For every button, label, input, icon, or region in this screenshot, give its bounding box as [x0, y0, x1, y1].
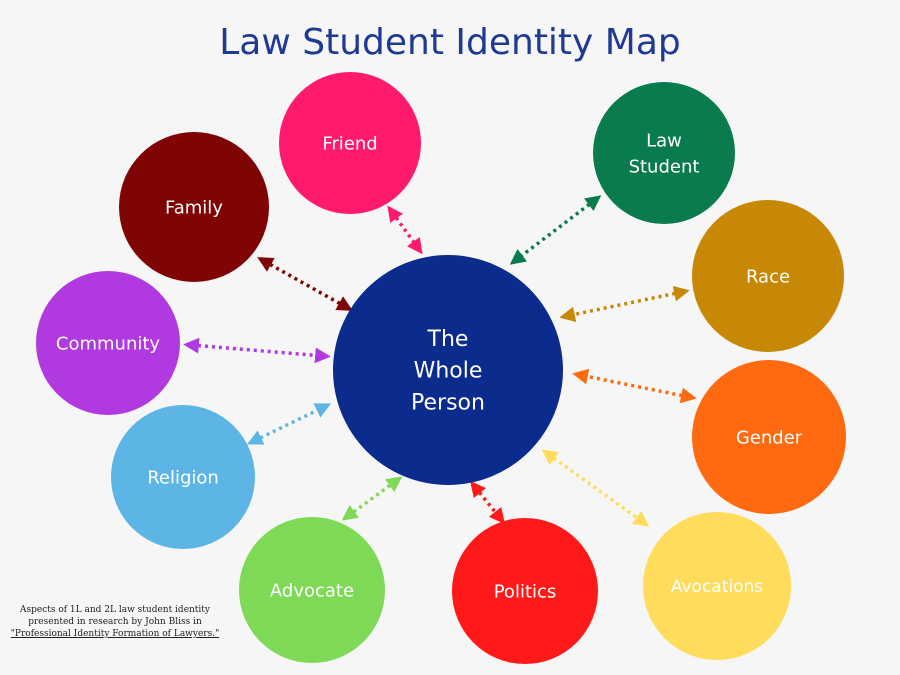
gender-circle — [692, 360, 846, 514]
advocate-node: Advocate — [239, 517, 385, 663]
law-student-connector-arrow — [509, 195, 602, 265]
race-label-line-1: Race — [746, 266, 790, 287]
community-circle — [36, 271, 180, 415]
avocations-node: Avocations — [643, 512, 791, 660]
source-footnote: Aspects of 1L and 2L law student identit… — [10, 604, 220, 640]
center-label-line-3: Person — [411, 391, 485, 416]
politics-node: Politics — [452, 518, 598, 664]
center-label-line-1: The — [427, 327, 469, 352]
community-node: Community — [36, 271, 180, 415]
law-student-label-line-2: Student — [629, 156, 700, 177]
circles: Friend LawStudentFamilyRaceCommunityGende… — [36, 72, 846, 664]
community-connector-arrow — [183, 337, 331, 364]
gender-node: Gender — [692, 360, 846, 514]
avocations-circle — [643, 512, 791, 660]
advocate-label-line-1: Advocate — [270, 580, 354, 601]
advocate-circle — [239, 517, 385, 663]
friend-label-line-1: Friend — [322, 133, 377, 154]
page-title: Law Student Identity Map — [219, 22, 681, 63]
footnote-line-2: presented in research by John Bliss in — [28, 617, 202, 627]
family-label-line-1: Family — [165, 197, 223, 218]
friend-connector-arrow — [387, 205, 423, 255]
center-label-line-2: Whole — [414, 359, 483, 384]
politics-circle — [452, 518, 598, 664]
gender-connector-arrow — [572, 368, 697, 404]
footnote-line-1: Aspects of 1L and 2L law student identit… — [19, 605, 211, 615]
advocate-connector-arrow — [341, 476, 403, 521]
religion-circle — [111, 405, 255, 549]
law-student-circle — [593, 82, 735, 224]
politics-label-line-1: Politics — [494, 581, 557, 602]
avocations-label-line-1: Avocations — [671, 577, 763, 597]
avocations-connector-arrow — [541, 449, 650, 527]
family-connector-arrow — [257, 257, 353, 311]
politics-connector-arrow — [470, 480, 505, 525]
family-circle — [119, 132, 269, 282]
connectors — [183, 195, 697, 527]
race-circle — [692, 200, 844, 352]
community-label-line-1: Community — [56, 333, 161, 354]
friend-circle — [279, 72, 421, 214]
footnote-source-link[interactable]: "Professional Identity Formation of Lawy… — [10, 629, 220, 639]
religion-label-line-1: Religion — [147, 467, 219, 488]
gender-label-line-1: Gender — [736, 427, 803, 448]
law-student-label-line-1: Law — [646, 130, 682, 151]
center-circle — [333, 255, 563, 485]
race-node: Race — [692, 200, 844, 352]
race-connector-arrow — [559, 285, 690, 323]
friend-node: Friend — [279, 72, 421, 214]
religion-connector-arrow — [246, 403, 332, 445]
family-node: Family — [119, 132, 269, 282]
religion-node: Religion — [111, 405, 255, 549]
